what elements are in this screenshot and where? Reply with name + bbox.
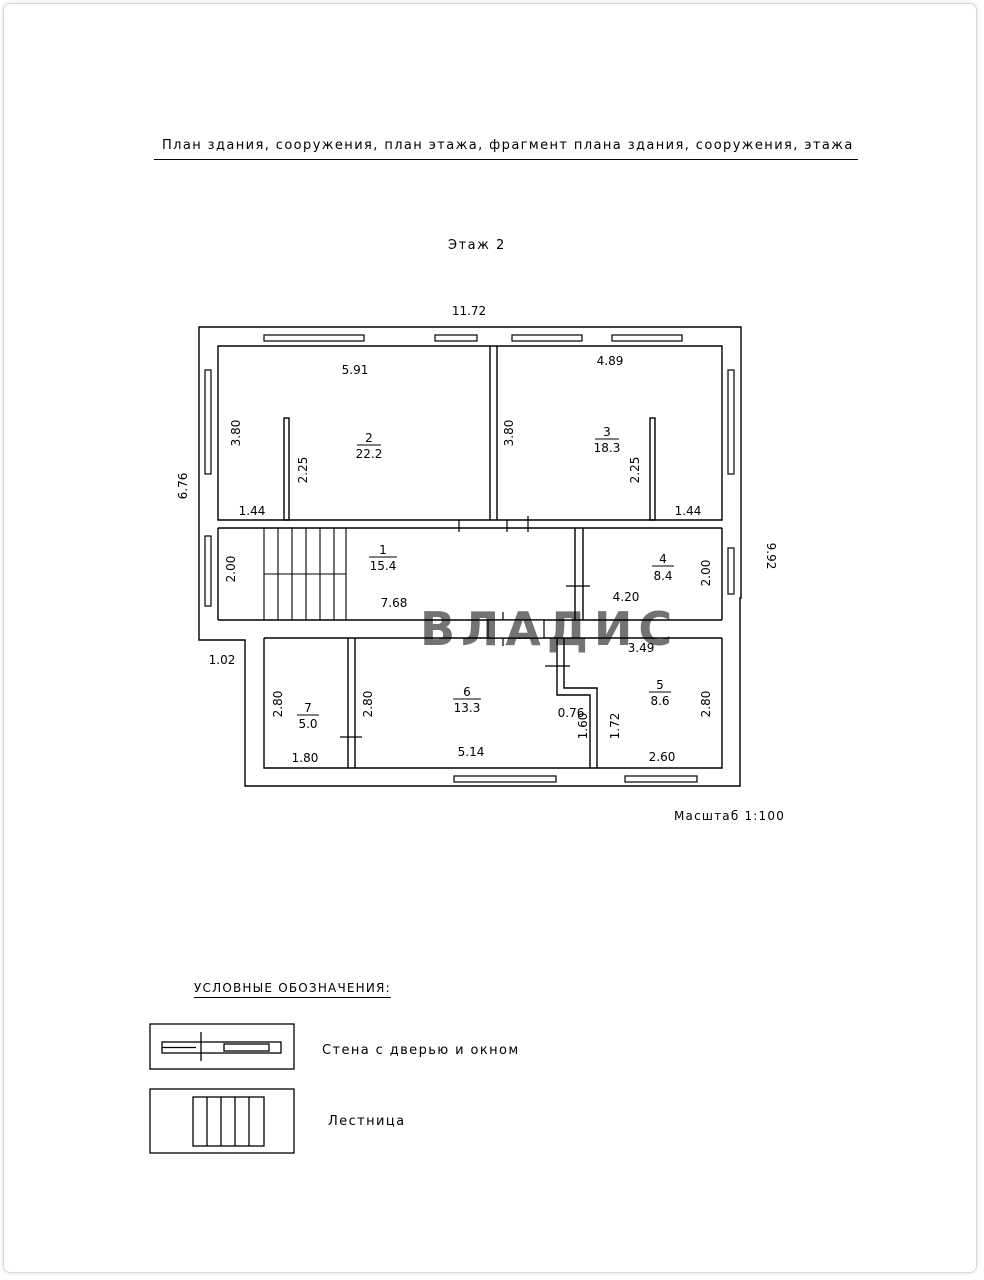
room-3-area: 18.3	[594, 441, 621, 455]
room-labels: 2 22.2 3 18.3 1 15.4 4 8.4 5 8.6 6 13.3 …	[297, 425, 674, 731]
stairs	[263, 528, 347, 620]
dim-r6-width: 5.14	[458, 745, 485, 759]
header-rule	[154, 159, 858, 160]
watermark: ВЛАДИС	[420, 602, 678, 656]
dim-r5-bottom: 2.60	[649, 750, 676, 764]
legend	[149, 1023, 295, 1154]
header-title: План здания, сооружения, план этажа, фра…	[162, 138, 854, 153]
dim-r6-side: 1.60	[576, 713, 590, 740]
dim-r6-depth: 2.80	[361, 691, 375, 718]
dim-r5-width: 3.49	[628, 641, 655, 655]
dim-r4-width: 4.20	[613, 590, 640, 604]
dim-r3-width: 4.89	[597, 354, 624, 368]
partition-r6-r5	[556, 638, 591, 768]
dim-r2-width: 5.91	[342, 363, 369, 377]
lower-inner-wall	[263, 638, 723, 769]
inner-wall-upper	[217, 345, 723, 521]
outer-wall	[198, 326, 742, 787]
dim-r5-depth: 2.80	[699, 691, 713, 718]
room-6-area: 13.3	[454, 701, 481, 715]
window-bottom-1	[453, 775, 557, 783]
partition-r6-r5b	[563, 638, 598, 768]
room-2-area: 22.2	[356, 447, 383, 461]
doors	[340, 516, 590, 738]
window-top-3	[511, 334, 583, 342]
walls	[198, 326, 742, 787]
window-right-2	[727, 547, 735, 595]
window-top-1	[263, 334, 365, 342]
room-7-area: 5.0	[298, 717, 317, 731]
room-3-number: 3	[603, 425, 611, 439]
room-2-number: 2	[365, 431, 373, 445]
dim-r7-width: 1.80	[292, 751, 319, 765]
legend-title: УСЛОВНЫЕ ОБОЗНАЧЕНИЯ:	[194, 981, 391, 998]
dim-r1-depth: 2.00	[224, 556, 238, 583]
legend-stair-box	[149, 1088, 295, 1154]
dim-r5-side: 1.72	[608, 713, 622, 740]
window-bottom-2	[624, 775, 698, 783]
dim-r1-width: 7.68	[381, 596, 408, 610]
window-top-2	[434, 334, 478, 342]
legend-stair-label: Лестница	[328, 1114, 406, 1129]
room-1-number: 1	[379, 543, 387, 557]
partition-r2	[283, 417, 290, 521]
windows	[204, 334, 735, 783]
dim-top-total: 11.72	[452, 304, 486, 318]
legend-wall-label: Стена с дверью и окном	[322, 1043, 520, 1058]
legend-wall-box	[149, 1023, 295, 1070]
dim-r6-notch: 0.76	[558, 706, 585, 720]
dimension-labels: 11.72 5.91 4.89 1.44 1.44 7.68 4.20 1.02…	[209, 304, 702, 765]
room-5-number: 5	[656, 678, 664, 692]
window-right-1	[727, 369, 735, 475]
room-4-area: 8.4	[653, 569, 672, 583]
dim-r3-partition: 2.25	[628, 457, 642, 484]
dim-r7-depth: 2.80	[271, 691, 285, 718]
dim-left-total: 6.76	[176, 473, 190, 500]
window-left-2	[204, 535, 212, 607]
room-4-number: 4	[659, 552, 667, 566]
dim-right-total: 9.92	[764, 543, 778, 570]
window-top-4	[611, 334, 683, 342]
room-5-area: 8.6	[650, 694, 669, 708]
dim-step: 1.02	[209, 653, 236, 667]
vertical-dimension-labels: 6.76 9.92 3.80 2.25 3.80 2.25 2.00 2.00 …	[176, 420, 778, 740]
dim-r3-depth: 3.80	[502, 420, 516, 447]
room-7-number: 7	[304, 701, 312, 715]
partition-r3	[649, 417, 656, 521]
short-partitions	[283, 417, 656, 521]
window-left-1	[204, 369, 212, 475]
room-6-number: 6	[463, 685, 471, 699]
dim-r2-bottom: 1.44	[239, 504, 266, 518]
room-4-walls	[574, 528, 723, 620]
legend-window	[223, 1043, 270, 1052]
dim-r2-partition: 2.25	[296, 457, 310, 484]
scale-label: Масштаб 1:100	[674, 809, 786, 823]
dim-r2-depth: 3.80	[229, 420, 243, 447]
door-opening	[487, 619, 545, 639]
dim-r3-bottom: 1.44	[675, 504, 702, 518]
dim-r4-depth: 2.00	[699, 560, 713, 587]
floor-title: Этаж 2	[448, 238, 506, 253]
legend-stair-sample	[192, 1096, 265, 1147]
room-1-area: 15.4	[370, 559, 397, 573]
